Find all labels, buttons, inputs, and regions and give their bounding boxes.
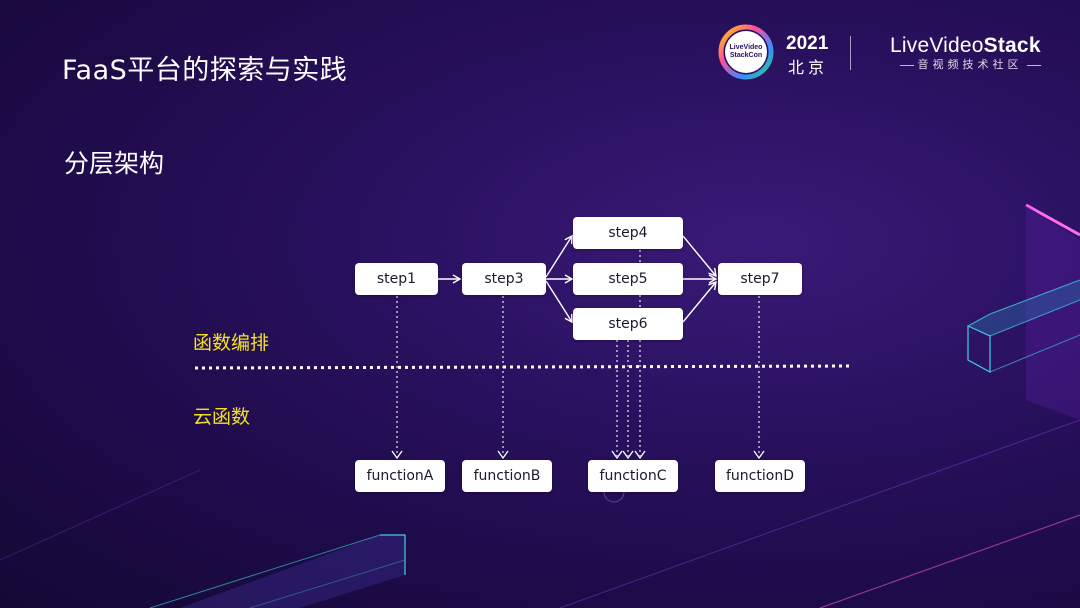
layer-label-orchestration: 函数编排 xyxy=(193,332,270,354)
node-step7: step7 xyxy=(718,263,802,295)
node-step6: step6 xyxy=(573,308,683,340)
node-step3: step3 xyxy=(462,263,546,295)
node-functionD: functionD xyxy=(715,460,805,492)
svg-text:StackCon: StackCon xyxy=(730,52,762,59)
brand-logo: LiveVideoStack xyxy=(890,34,1041,58)
conference-logo-icon: LiveVideo StackCon xyxy=(718,24,774,80)
edge-step4-step7 xyxy=(682,235,717,278)
brand-name-part2: Stack xyxy=(983,34,1041,57)
layer-label-cloud-function: 云函数 xyxy=(193,406,251,428)
header-divider xyxy=(850,36,851,70)
node-functionB: functionB xyxy=(462,460,552,492)
node-functionA: functionA xyxy=(355,460,445,492)
node-step5: step5 xyxy=(573,263,683,295)
edge-step3-step4 xyxy=(545,234,573,278)
conference-city: 北京 xyxy=(788,58,829,77)
node-step4: step4 xyxy=(573,217,683,249)
section-heading: 分层架构 xyxy=(64,149,165,178)
node-step1: step1 xyxy=(355,263,438,295)
edge-step3-step6 xyxy=(545,280,573,324)
edge-step6-step7 xyxy=(682,280,717,323)
brand-tagline: 音视频技术社区 xyxy=(890,56,1050,72)
slide-title: FaaS平台的探索与实践 xyxy=(62,55,348,86)
brand-name-part1: LiveVideo xyxy=(890,34,984,57)
conference-year: 2021 xyxy=(786,33,829,54)
svg-text:LiveVideo: LiveVideo xyxy=(730,44,763,51)
layer-separator xyxy=(194,364,853,370)
node-functionC: functionC xyxy=(588,460,678,492)
